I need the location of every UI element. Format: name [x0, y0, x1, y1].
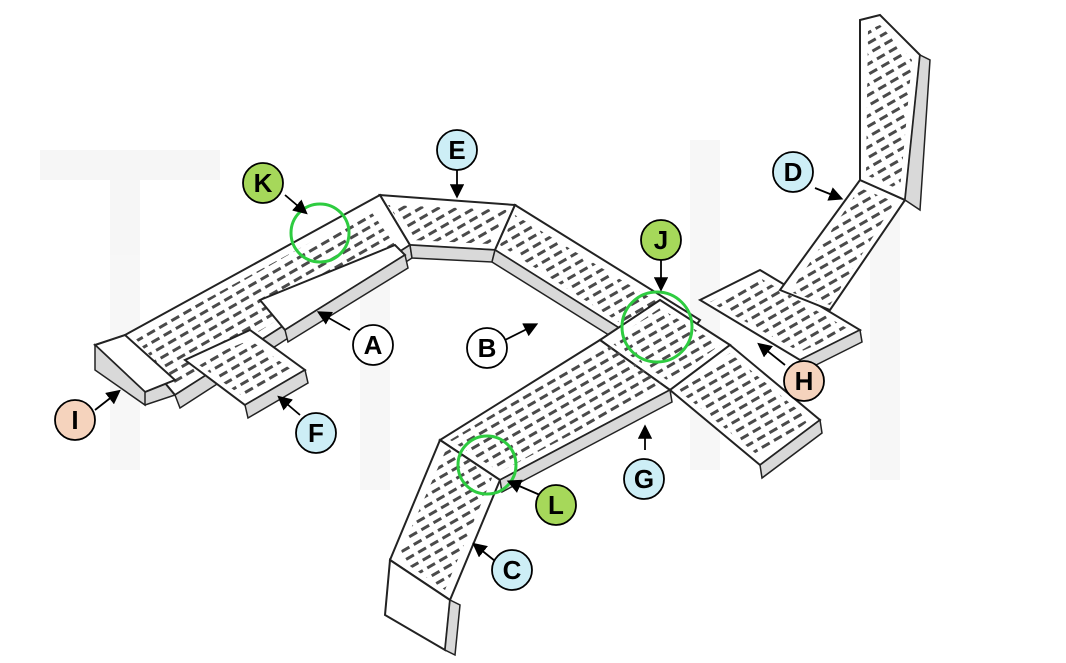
label-g-circle — [623, 458, 665, 500]
cable-tray-assembly — [93, 13, 931, 657]
highlight-ring-l — [456, 434, 518, 496]
label-l-text: L — [548, 490, 564, 520]
label-e: E — [436, 129, 478, 171]
watermark — [40, 140, 900, 490]
label-b: B — [466, 327, 508, 369]
tray-run-a — [258, 243, 409, 344]
label-f: F — [295, 412, 337, 454]
label-k-circle — [242, 162, 284, 204]
tray-drop-c — [383, 438, 502, 657]
label-c-text: C — [503, 555, 522, 585]
label-j-circle — [640, 219, 682, 261]
highlight-ring-k — [289, 202, 351, 264]
label-j: J — [640, 219, 682, 261]
label-i-circle — [54, 399, 96, 441]
label-b-text: B — [478, 333, 497, 363]
label-d-circle — [772, 151, 814, 193]
label-a: A — [352, 324, 394, 366]
labels: A B C D E F G H I J K L — [54, 129, 825, 591]
label-j-text: J — [654, 225, 668, 255]
label-l-circle — [535, 484, 577, 526]
label-a-circle — [352, 324, 394, 366]
label-h: H — [783, 360, 825, 402]
label-i-text: I — [71, 405, 78, 435]
label-k: K — [242, 162, 284, 204]
label-h-text: H — [795, 366, 814, 396]
tray-run-g — [668, 343, 823, 480]
label-d-text: D — [784, 157, 803, 187]
label-c: C — [491, 549, 533, 591]
label-e-text: E — [448, 135, 465, 165]
label-e-circle — [436, 129, 478, 171]
tray-branch-f — [183, 328, 309, 420]
tray-run-h — [697, 268, 863, 374]
label-k-text: K — [254, 168, 273, 198]
label-h-circle — [783, 360, 825, 402]
label-b-circle — [466, 327, 508, 369]
label-i: I — [54, 399, 96, 441]
label-g: G — [623, 458, 665, 500]
label-g-text: G — [634, 464, 654, 494]
tray-end-i — [93, 333, 177, 407]
tray-run-top — [378, 193, 517, 263]
tray-riser-d — [778, 13, 931, 312]
highlight-ring-j — [620, 290, 694, 364]
highlight-rings — [289, 202, 694, 496]
label-f-circle — [295, 412, 337, 454]
label-f-text: F — [308, 418, 324, 448]
label-d: D — [772, 151, 814, 193]
label-a-text: A — [364, 330, 383, 360]
label-c-circle — [491, 549, 533, 591]
label-l: L — [535, 484, 577, 526]
